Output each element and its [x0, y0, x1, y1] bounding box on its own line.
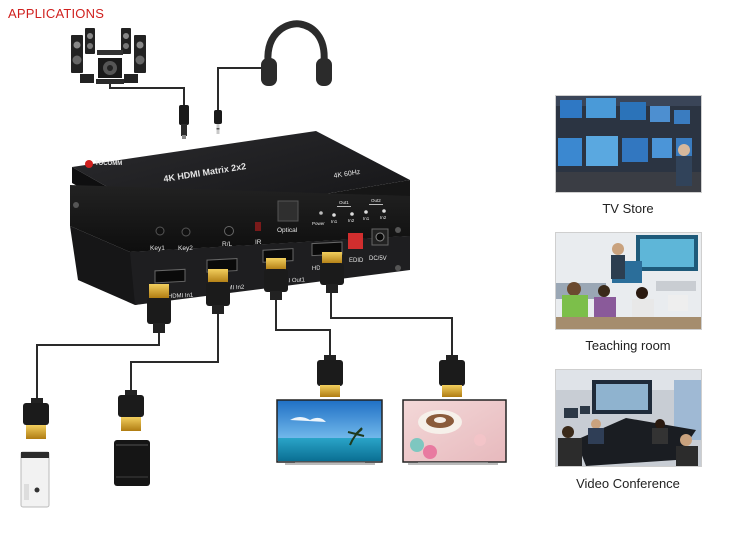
speaker-system-icon	[71, 28, 146, 84]
caption-video-conference: Video Conference	[576, 476, 680, 491]
black-console-icon	[114, 440, 150, 486]
front-label-rl: R/L	[222, 241, 233, 248]
port-label-in1: HDMI In1	[168, 293, 194, 300]
out2-label: Out2	[371, 198, 381, 203]
hdmi-plug-out2-icon	[320, 252, 344, 293]
video-conference-photo	[555, 369, 702, 467]
spec-label: 4K 60Hz	[333, 169, 361, 180]
caption-teaching-room: Teaching room	[585, 338, 671, 353]
front-label-edid: EDID	[349, 258, 364, 264]
front-label-in1-b: In1	[363, 216, 370, 221]
audio-jack-icon	[214, 110, 222, 134]
tv-display-coffee-icon	[402, 399, 507, 465]
tv-store-photo	[555, 95, 702, 193]
hdmi-plug-in1-icon	[147, 284, 171, 333]
hdmi-plug-display2-icon	[439, 355, 465, 397]
front-label-optical: Optical	[277, 227, 298, 234]
white-console-icon	[20, 451, 50, 508]
hdmi-plug-source1-icon	[23, 398, 49, 439]
front-label-power: Power	[312, 221, 325, 226]
headphones-icon	[261, 20, 332, 86]
front-label-in2-b: In2	[380, 215, 387, 220]
hdmi-plug-display1-icon	[317, 355, 343, 397]
port-label-in2: HDMI In2	[219, 285, 245, 292]
front-label-key1: Key1	[150, 245, 165, 252]
applications-title: APPLICATIONS	[8, 6, 105, 21]
tv-display-beach-icon	[276, 399, 383, 465]
caption-tv-store: TV Store	[602, 201, 654, 216]
optical-plug-icon	[179, 105, 189, 139]
out1-label: Out1	[339, 200, 349, 205]
front-label-in2-a: In2	[348, 218, 355, 223]
hdmi-matrix-device	[70, 131, 410, 305]
front-label-ir: IR	[255, 239, 262, 246]
hdmi-plug-source2-icon	[118, 390, 144, 431]
hdmi-plug-out1-icon	[264, 258, 288, 300]
hdmi-plug-in2-icon	[206, 269, 230, 314]
front-label-dc: DC/5V	[369, 256, 387, 262]
port-label-out1: HDMI Out1	[275, 277, 306, 285]
front-label-key2: Key2	[178, 245, 193, 252]
brand-label: TOCOMM	[95, 161, 122, 167]
teaching-room-photo	[555, 232, 702, 330]
front-label-in1-a: In1	[331, 219, 338, 224]
